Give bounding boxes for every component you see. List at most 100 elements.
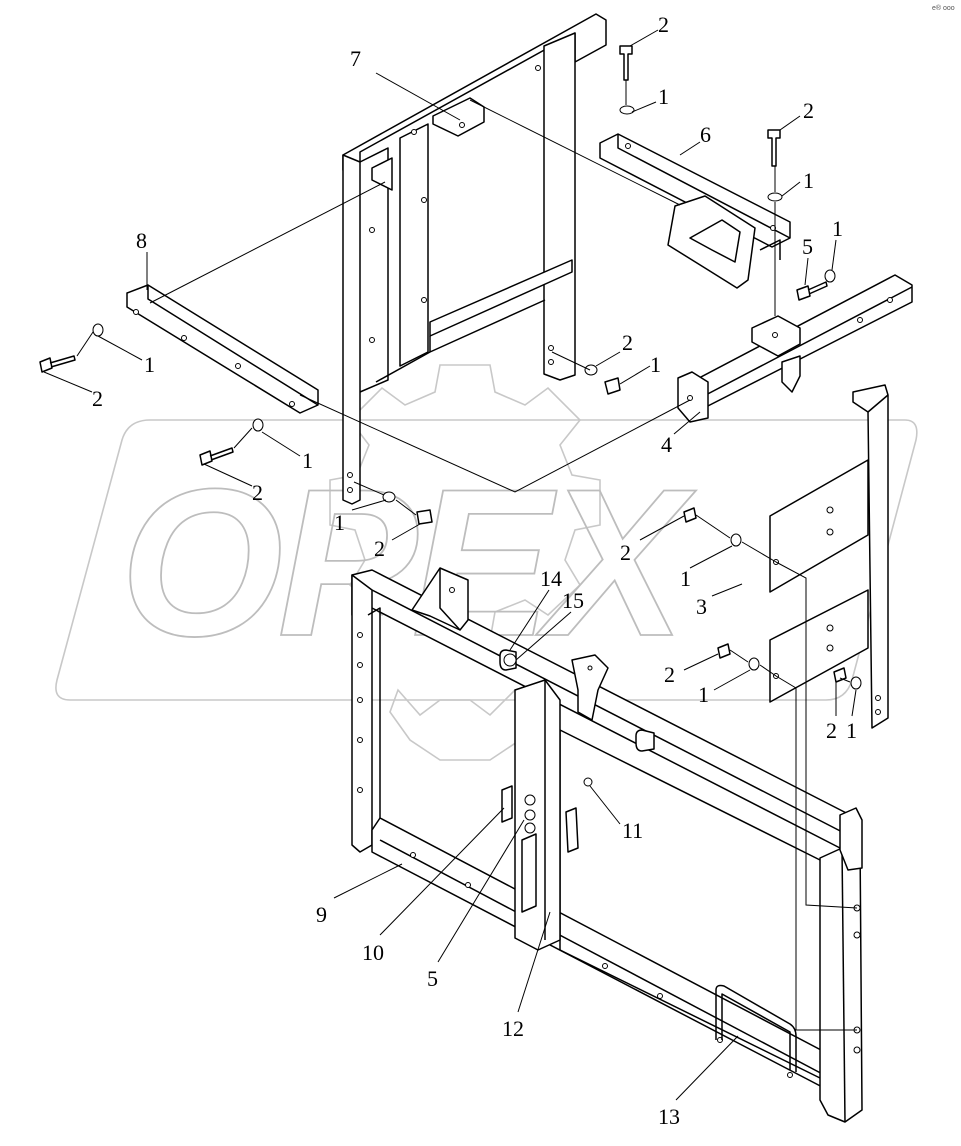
leader-13	[675, 1035, 739, 1101]
member8-edge	[147, 285, 319, 406]
frame7-lower-rail	[375, 299, 546, 383]
callout-8: 8	[136, 228, 147, 253]
bracket-mid-top	[571, 654, 609, 721]
plate-hole	[826, 624, 834, 632]
bracket-right-top	[839, 807, 863, 871]
frame7-left-post	[342, 154, 361, 505]
bracket6-web	[667, 195, 756, 289]
washer	[584, 364, 598, 376]
frame7-hole	[421, 197, 427, 203]
washer	[619, 105, 635, 115]
part-13-handle	[715, 984, 797, 1072]
leader-1j	[851, 689, 857, 717]
frame9-hole	[853, 1046, 861, 1054]
callout-1: 1	[803, 168, 814, 193]
frame7-hole	[548, 359, 554, 365]
plate-hole	[875, 695, 881, 701]
callout-1: 1	[650, 352, 661, 377]
assembly-line	[149, 181, 386, 304]
callout-1: 1	[144, 352, 155, 377]
callout-1: 1	[334, 510, 345, 535]
frame9-top-brackets	[411, 567, 863, 871]
frame9-hole	[657, 993, 663, 999]
bolt	[683, 507, 697, 523]
plate-hole	[826, 644, 834, 652]
callout-2: 2	[826, 718, 837, 743]
leader-12	[517, 911, 551, 1013]
frame9-right-post-edge	[841, 847, 846, 1123]
member8-hole	[181, 335, 187, 341]
clip-left	[501, 785, 513, 823]
assembly-line	[695, 514, 777, 563]
bolt	[717, 643, 731, 659]
leader-1c	[97, 335, 143, 361]
washer	[767, 192, 783, 202]
callout-2: 2	[374, 536, 385, 561]
side-post	[852, 384, 889, 729]
leader-7	[375, 72, 461, 121]
callout-2: 2	[664, 662, 675, 687]
leader-9	[333, 863, 403, 899]
washer	[382, 491, 396, 503]
part-11-nut	[583, 777, 593, 787]
leader-2c	[43, 371, 93, 393]
part-12-center-column	[501, 679, 579, 951]
frame9-top-beam-edge	[371, 589, 851, 837]
washer	[748, 657, 760, 671]
callout-2: 2	[620, 540, 631, 565]
member8-hole	[133, 309, 139, 315]
callout-13: 13	[658, 1104, 680, 1129]
frame9-bottom-rail	[371, 817, 841, 1091]
callout-15: 15	[562, 588, 584, 613]
plate-hole	[826, 506, 834, 514]
leader-1f	[619, 365, 651, 385]
leader-1i	[713, 669, 751, 691]
leader-2e	[595, 351, 621, 367]
assembly-line	[551, 351, 591, 371]
part-3-side-plates	[769, 384, 889, 729]
assembly-lines	[76, 80, 858, 1031]
bolt	[796, 281, 828, 301]
frame7-inner-post	[399, 123, 429, 367]
side-plate-lower	[769, 589, 869, 703]
callout-labels: 2 1 2 1 6 7 8 5 1 1 2 2 1 4 1 2 1 2 2 1 …	[92, 12, 857, 1129]
frame9-hole	[357, 632, 363, 638]
assembly-line	[469, 99, 681, 206]
leader-4	[673, 411, 701, 435]
part-4-cross-member	[677, 274, 913, 423]
bracket-left-top-web	[439, 568, 461, 631]
frame7-hole	[459, 122, 465, 128]
clip-right	[565, 807, 579, 853]
frame9-hole	[357, 662, 363, 668]
bolts-and-washers	[39, 45, 862, 690]
member4-hole	[887, 297, 893, 303]
callout-2: 2	[92, 386, 103, 411]
side-plate-upper	[769, 459, 869, 593]
frame9-hole	[357, 737, 363, 743]
assembly-line	[76, 331, 94, 357]
member8-hole	[289, 401, 295, 407]
part-8-cross-member	[126, 284, 319, 414]
washer	[850, 676, 862, 690]
leader-15	[515, 611, 572, 661]
callout-11: 11	[622, 818, 643, 843]
leader-2f	[391, 523, 421, 541]
frame9-hole	[465, 882, 471, 888]
part-15-pin	[503, 653, 517, 667]
frame7-hole	[369, 337, 375, 343]
member4-tab	[781, 355, 801, 393]
callout-1: 1	[698, 682, 709, 707]
corner-mark: e® ooo	[932, 4, 955, 12]
callout-2: 2	[252, 480, 263, 505]
leader-2g	[639, 515, 685, 541]
frame7-top-bracket	[432, 97, 485, 137]
plate-hole	[826, 528, 834, 536]
frame9-right-post	[819, 837, 863, 1123]
knob-right	[635, 729, 655, 752]
frame9-bottom-edge	[379, 839, 831, 1079]
callout-5: 5	[427, 966, 438, 991]
callout-1: 1	[846, 718, 857, 743]
leader-1b	[781, 181, 801, 197]
frame7-hole	[411, 129, 417, 135]
callout-9: 9	[316, 902, 327, 927]
